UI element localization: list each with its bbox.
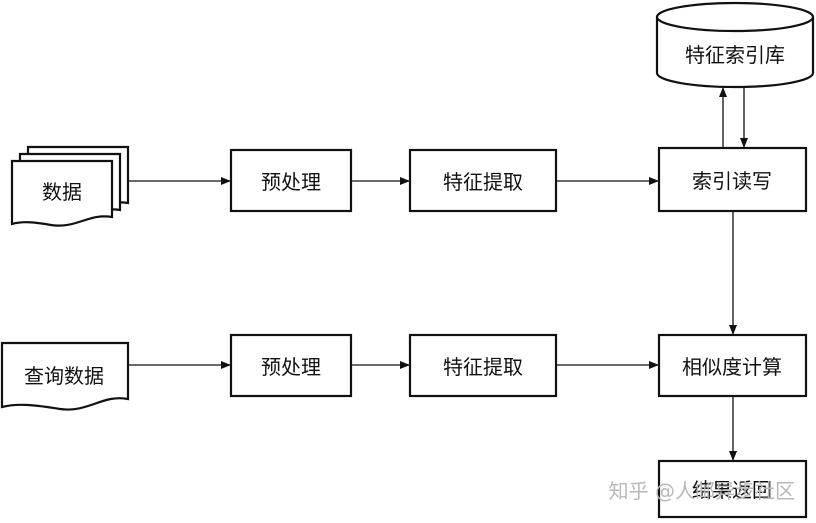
similarity-box	[657, 333, 808, 398]
feature-extract-bottom-box	[408, 333, 558, 398]
index-rw-label: 索引读写	[692, 169, 772, 193]
data-documents-node: 数据	[10, 145, 130, 227]
preprocess-bottom-box	[229, 333, 353, 398]
preprocess-bottom-label: 预处理	[261, 355, 321, 379]
feature-index-db-label: 特征索引库	[685, 43, 785, 67]
result-return-label: 结果返回	[692, 478, 772, 502]
query-data-node: 查询数据	[0, 341, 130, 411]
preprocess-bottom-node: 预处理	[229, 333, 353, 398]
feature-extract-top-node: 特征提取	[408, 148, 558, 213]
feature-extract-top-box	[408, 148, 558, 213]
feature-extract-top-label: 特征提取	[443, 170, 523, 194]
preprocess-top-box	[229, 148, 353, 213]
query-data-label: 查询数据	[24, 364, 104, 388]
document-sheet-front	[10, 159, 114, 227]
cylinder-body	[655, 17, 815, 89]
similarity-node: 相似度计算	[657, 333, 808, 398]
data-documents-label: 数据	[42, 180, 82, 204]
index-rw-node: 索引读写	[657, 146, 808, 213]
feature-index-db-node: 特征索引库	[655, 1, 815, 89]
preprocess-top-label: 预处理	[261, 170, 321, 194]
similarity-label: 相似度计算	[682, 355, 782, 379]
query-document-shape	[0, 341, 130, 411]
feature-extract-bottom-label: 特征提取	[443, 355, 523, 379]
preprocess-top-node: 预处理	[229, 148, 353, 213]
result-return-box	[657, 459, 808, 519]
edges	[128, 87, 748, 461]
feature-extract-bottom-node: 特征提取	[408, 333, 558, 398]
cylinder-top	[655, 1, 815, 33]
index-rw-box	[657, 146, 808, 213]
result-return-node: 结果返回	[657, 459, 808, 519]
watermark-text: 知乎 @人邮异步社区	[609, 479, 795, 503]
